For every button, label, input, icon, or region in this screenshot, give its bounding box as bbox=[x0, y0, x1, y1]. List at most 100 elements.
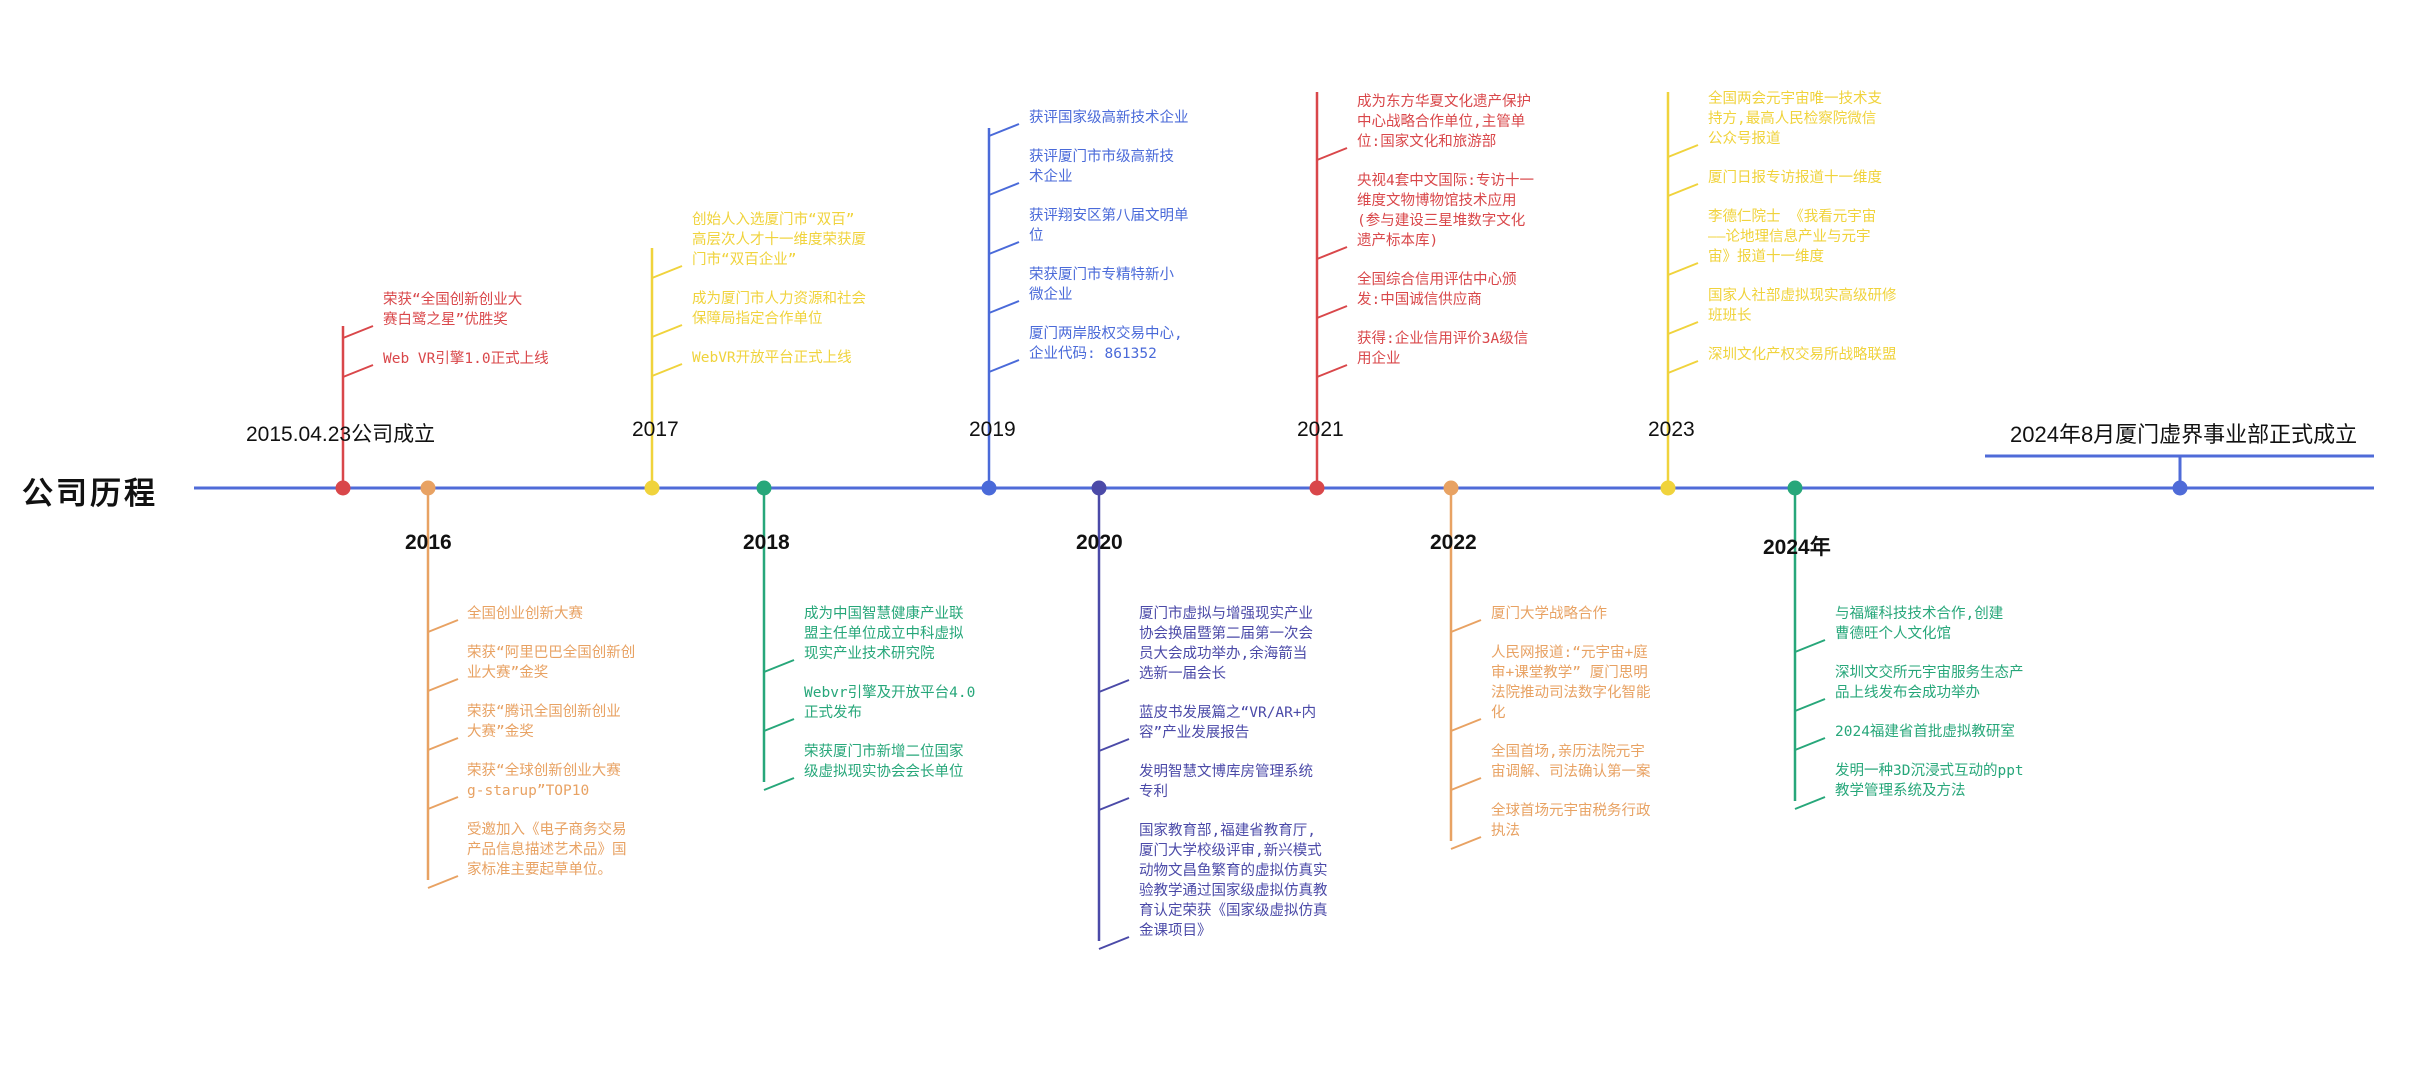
event-branch bbox=[427, 678, 459, 692]
event-branch bbox=[1794, 639, 1826, 653]
year-label: 2019 bbox=[969, 418, 1016, 441]
event-branch bbox=[988, 359, 1020, 373]
event-item: 厦门日报专访报道十一维度 bbox=[1708, 170, 1882, 186]
event-item: 蓝皮书发展篇之“VR/AR+内 容”产业发展报告 bbox=[1139, 705, 1317, 741]
year-label: 2023 bbox=[1648, 418, 1695, 441]
year-label: 2017 bbox=[632, 418, 679, 441]
event-branch bbox=[1667, 183, 1699, 197]
event-branch bbox=[427, 796, 459, 810]
event-item: 获评厦门市市级高新技 术企业 bbox=[1029, 149, 1174, 185]
event-branch bbox=[1667, 360, 1699, 374]
event-item: 荣获“全球创新创业大赛 g-starup”TOP10 bbox=[467, 763, 621, 799]
event-branch bbox=[651, 363, 683, 377]
milestone-node-dot bbox=[2172, 480, 2188, 496]
event-item: 荣获“腾讯全国创新创业 大赛”金奖 bbox=[467, 704, 621, 740]
event-branch bbox=[1316, 305, 1348, 319]
year-label: 2020 bbox=[1076, 531, 1123, 554]
event-branch bbox=[1667, 262, 1699, 276]
event-item: 李德仁院士 《我看元宇宙 ——论地理信息产业与元宇 宙》报道十一维度 bbox=[1708, 209, 1877, 265]
event-branch bbox=[651, 265, 683, 279]
event-item: 成为厦门市人力资源和社会 保障局指定合作单位 bbox=[692, 291, 866, 327]
event-item: 荣获厦门市专精特新小 微企业 bbox=[1029, 267, 1174, 303]
milestone-label: 2024年8月厦门虚界事业部正式成立 bbox=[2010, 422, 2358, 447]
event-branch bbox=[1098, 679, 1130, 693]
year-node-dot bbox=[335, 480, 351, 496]
event-item: 国家教育部,福建省教育厅, 厦门大学校级评审,新兴模式 动物文昌鱼繁育的虚拟仿真… bbox=[1139, 823, 1328, 939]
event-item: 全国首场,亲历法院元宇 宙调解、司法确认第一案 bbox=[1491, 744, 1651, 780]
event-branch bbox=[1667, 321, 1699, 335]
event-branch bbox=[763, 659, 795, 673]
page-title: 公司历程 bbox=[22, 476, 158, 512]
event-branch bbox=[1316, 246, 1348, 260]
event-item: 成为东方华夏文化遗产保护 中心战略合作单位,主管单 位:国家文化和旅游部 bbox=[1357, 94, 1531, 150]
event-branch bbox=[1450, 718, 1482, 732]
event-item: 荣获厦门市新增二位国家 级虚拟现实协会会长单位 bbox=[804, 744, 964, 780]
year-node-dot bbox=[1660, 480, 1676, 496]
year-node-dot bbox=[1091, 480, 1107, 496]
event-branch bbox=[1098, 797, 1130, 811]
event-item: WebVR开放平台正式上线 bbox=[692, 350, 852, 366]
event-item: 2024福建省首批虚拟教研室 bbox=[1835, 724, 2015, 740]
event-item: 人民网报道:“元宇宙+庭 审+课堂教学” 厦门思明 法院推动司法数字化智能 化 bbox=[1491, 645, 1651, 721]
event-branch bbox=[988, 123, 1020, 137]
event-branch bbox=[1667, 144, 1699, 158]
event-item: 受邀加入《电子商务交易 产品信息描述艺术品》国 家标准主要起草单位。 bbox=[467, 822, 627, 878]
year-label: 2016 bbox=[405, 531, 452, 554]
event-branch bbox=[763, 718, 795, 732]
event-branch bbox=[1098, 738, 1130, 752]
event-item: 获评国家级高新技术企业 bbox=[1029, 110, 1189, 126]
event-item: Webvr引擎及开放平台4.0 正式发布 bbox=[804, 685, 976, 721]
event-item: 深圳文化产权交易所战略联盟 bbox=[1708, 347, 1897, 363]
year-node-dot bbox=[1309, 480, 1325, 496]
event-branch bbox=[427, 619, 459, 633]
event-branch bbox=[1794, 796, 1826, 810]
event-branch bbox=[1098, 936, 1130, 950]
event-item: 厦门大学战略合作 bbox=[1491, 606, 1607, 622]
year-label: 2024年 bbox=[1763, 536, 1831, 559]
event-item: 厦门两岸股权交易中心, 企业代码: 861352 bbox=[1029, 326, 1183, 362]
event-branch bbox=[1794, 698, 1826, 712]
event-branch bbox=[1450, 836, 1482, 850]
event-branch bbox=[1450, 777, 1482, 791]
year-label: 2021 bbox=[1297, 418, 1344, 441]
event-item: 全国创业创新大赛 bbox=[467, 606, 583, 622]
event-branch bbox=[1450, 619, 1482, 633]
event-branch bbox=[342, 364, 374, 378]
year-node-dot bbox=[756, 480, 772, 496]
event-item: 厦门市虚拟与增强现实产业 协会换届暨第二届第一次会 员大会成功举办,余海箭当 选… bbox=[1139, 606, 1313, 682]
event-item: 荣获“全国创新创业大 赛白鹭之星”优胜奖 bbox=[383, 292, 523, 328]
event-item: 全国综合信用评估中心颁 发:中国诚信供应商 bbox=[1357, 272, 1517, 308]
event-item: 获评翔安区第八届文明单 位 bbox=[1029, 208, 1189, 244]
event-item: 获得:企业信用评价3A级信 用企业 bbox=[1357, 331, 1529, 367]
year-node-dot bbox=[420, 480, 436, 496]
event-item: 央视4套中文国际:专访十一 维度文物博物馆技术应用 (参与建设三星堆数字文化 遗… bbox=[1357, 173, 1534, 249]
event-item: 创始人入选厦门市“双百” 高层次人才十一维度荣获厦 门市“双百企业” bbox=[692, 212, 866, 268]
event-item: 成为中国智慧健康产业联 盟主任单位成立中科虚拟 现实产业技术研究院 bbox=[804, 606, 964, 662]
event-branch bbox=[651, 324, 683, 338]
year-node-dot bbox=[981, 480, 997, 496]
year-node-dot bbox=[644, 480, 660, 496]
year-label: 2018 bbox=[743, 531, 790, 554]
event-branch bbox=[988, 300, 1020, 314]
event-item: 发明一种3D沉浸式互动的ppt 教学管理系统及方法 bbox=[1835, 763, 2024, 799]
event-item: 全球首场元宇宙税务行政 执法 bbox=[1491, 803, 1651, 839]
event-branch bbox=[1316, 364, 1348, 378]
event-branch bbox=[427, 737, 459, 751]
event-item: 深圳文交所元宇宙服务生态产 品上线发布会成功举办 bbox=[1835, 665, 2024, 701]
event-branch bbox=[1316, 147, 1348, 161]
year-label: 2015.04.23公司成立 bbox=[246, 423, 436, 446]
event-branch bbox=[988, 182, 1020, 196]
event-branch bbox=[342, 325, 374, 339]
event-branch bbox=[763, 777, 795, 791]
event-branch bbox=[1794, 737, 1826, 751]
event-item: 发明智慧文博库房管理系统 专利 bbox=[1139, 764, 1313, 800]
year-node-dot bbox=[1443, 480, 1459, 496]
year-node-dot bbox=[1787, 480, 1803, 496]
event-item: 与福耀科技技术合作,创建 曹德旺个人文化馆 bbox=[1835, 606, 2004, 642]
event-item: 全国两会元宇宙唯一技术支 持方,最高人民检察院微信 公众号报道 bbox=[1708, 91, 1882, 147]
year-label: 2022 bbox=[1430, 531, 1477, 554]
event-item: 荣获“阿里巴巴全国创新创 业大赛”金奖 bbox=[467, 645, 636, 681]
event-branch bbox=[988, 241, 1020, 255]
